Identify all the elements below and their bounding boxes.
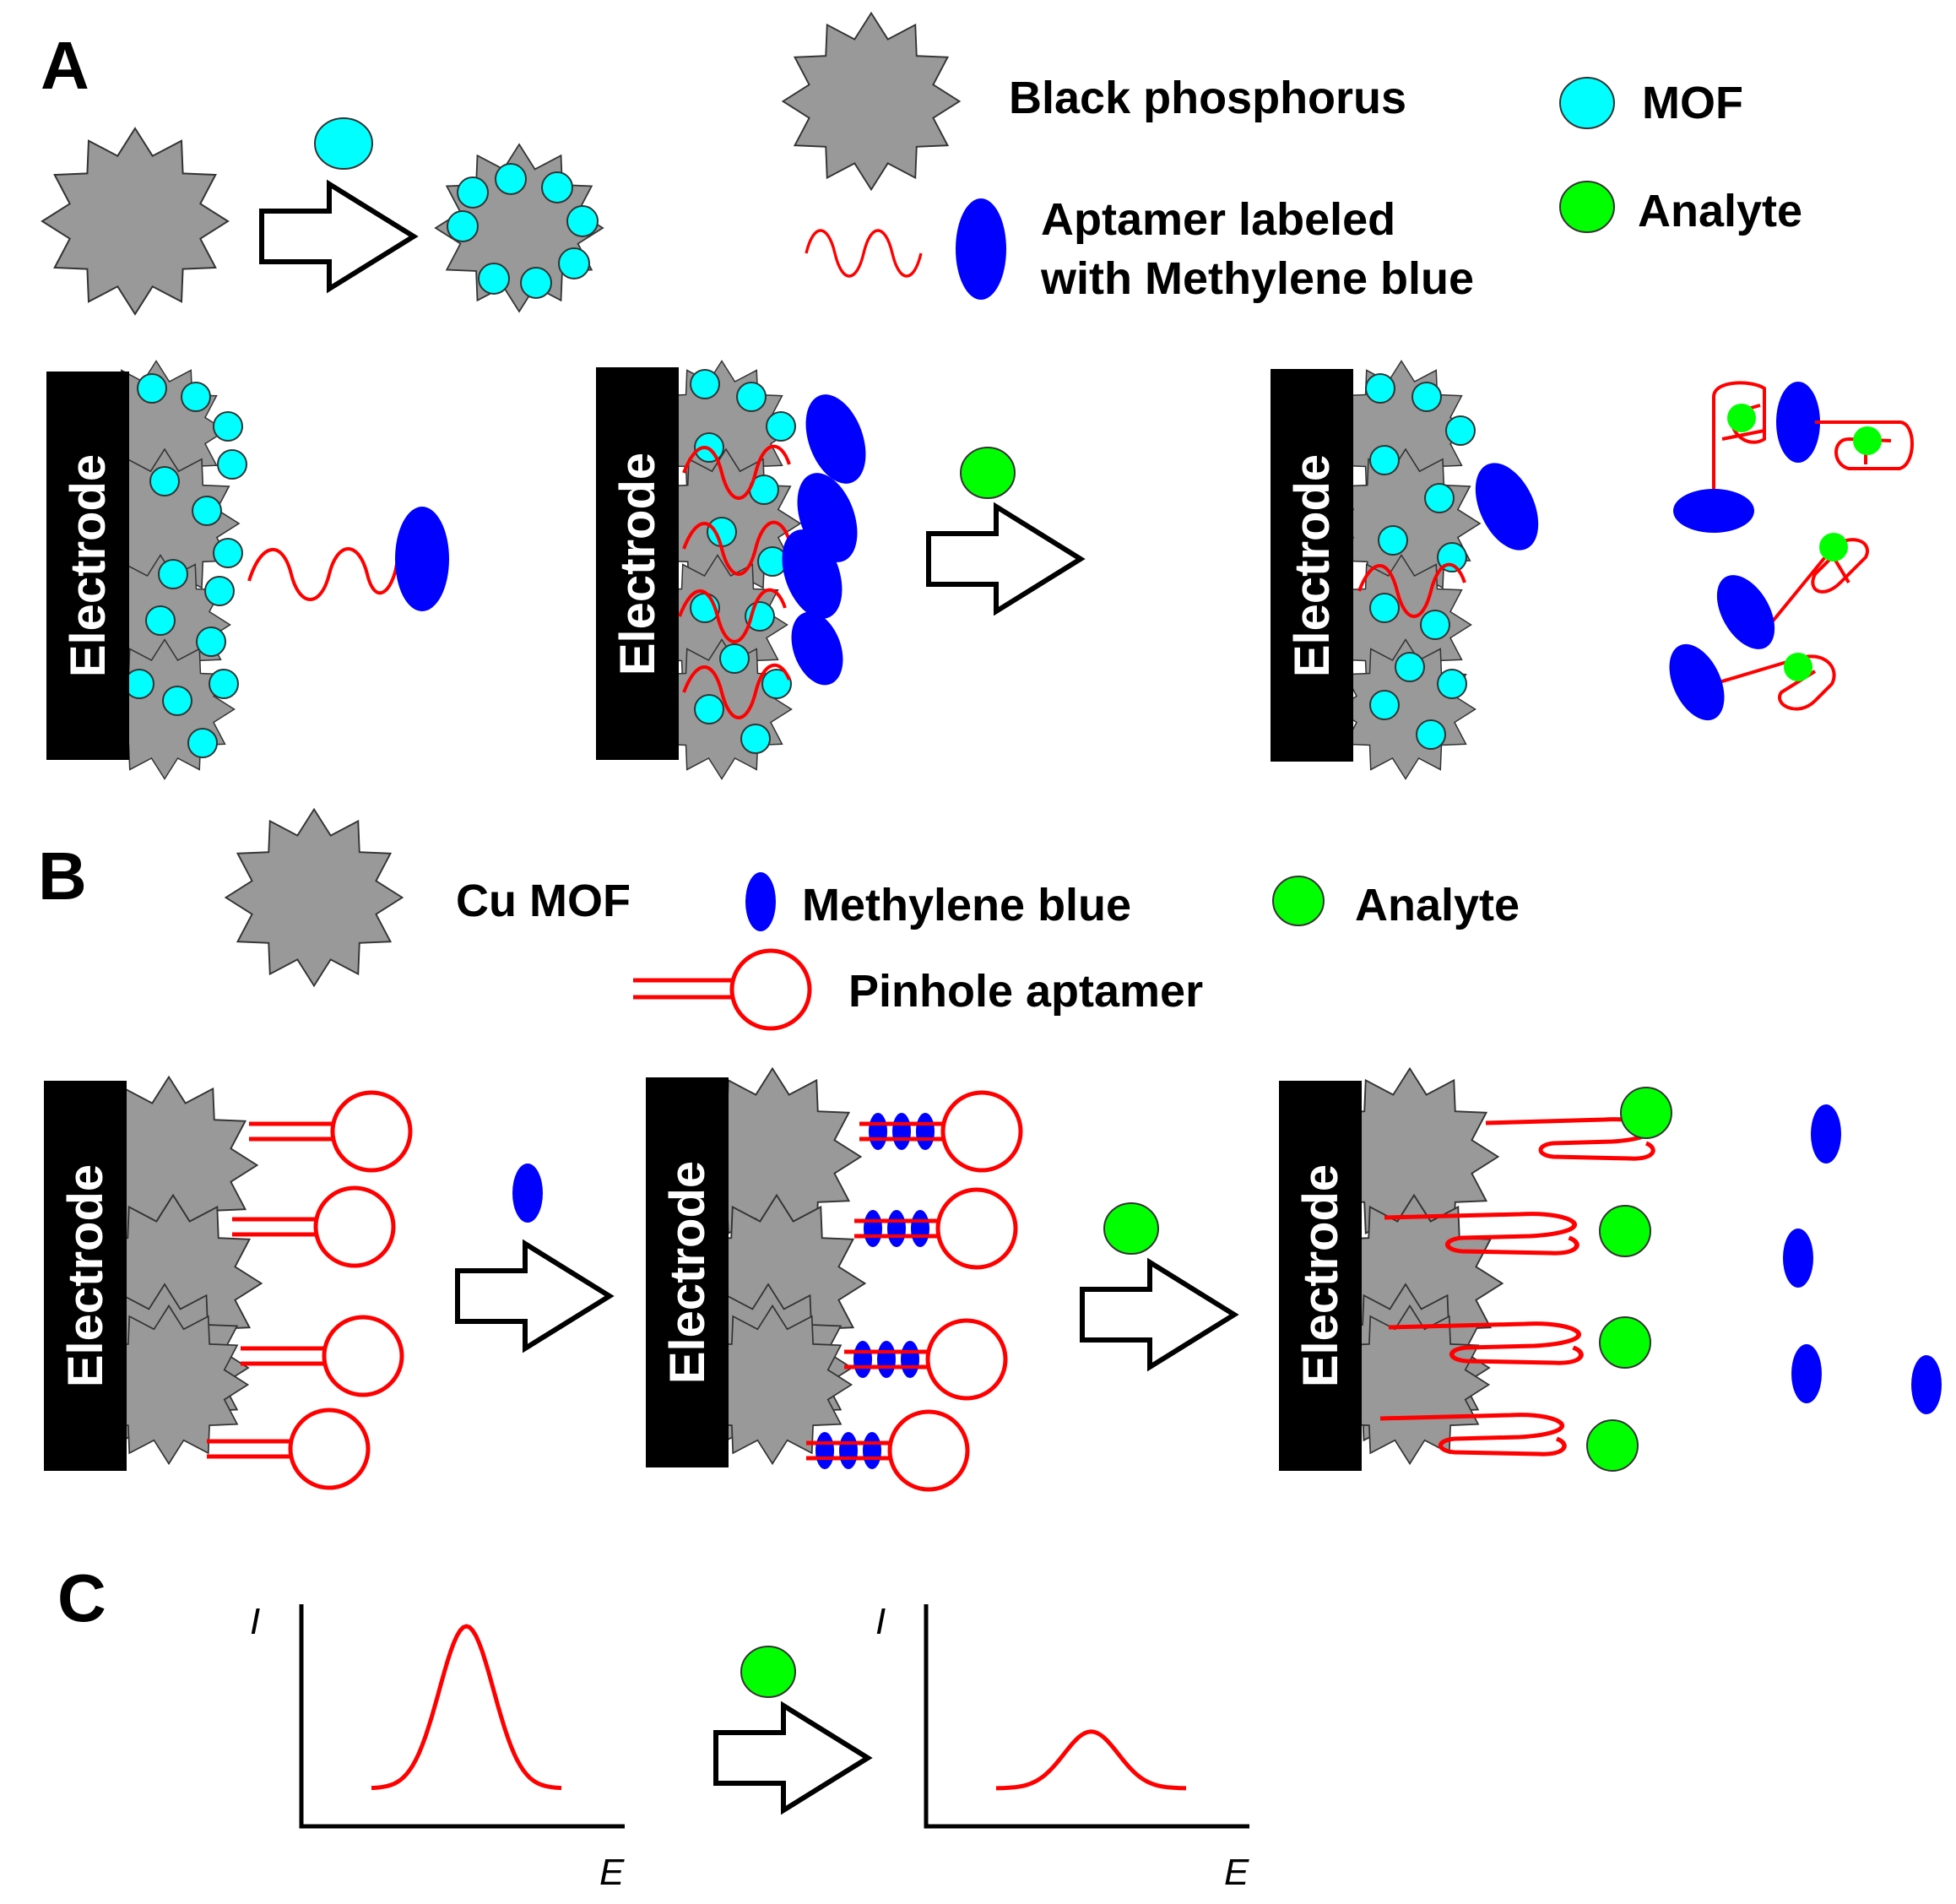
axis-label-e-after: E: [1224, 1852, 1249, 1893]
legend-methylene-blue-icon: [745, 872, 776, 931]
legend-aptamer-line2: with Methylene blue: [1040, 253, 1474, 304]
arrow-icon: [716, 1706, 868, 1810]
electrode-a3: Electrode: [1271, 360, 1539, 780]
electrode-b1: Electrode: [44, 1076, 410, 1489]
voltammogram-before: I E: [250, 1601, 625, 1893]
arrow-icon: [458, 1244, 610, 1348]
electrode-label-b1: Electrode: [58, 1164, 113, 1387]
analyte-icon-a: [960, 447, 1016, 499]
methylene-blue-icon-b: [512, 1164, 543, 1223]
electrode-a2: Electrode: [596, 360, 866, 780]
legend-pinhole-aptamer-icon: [633, 948, 812, 1031]
peak-after-curve: [995, 1729, 1187, 1791]
bp-star-plain: [41, 127, 229, 315]
mof-particle-icon: [314, 117, 373, 170]
legend-pinhole-aptamer: Pinhole aptamer: [848, 966, 1203, 1017]
arrow-icon: [1082, 1262, 1234, 1367]
panel-letter-c: C: [57, 1560, 106, 1635]
axis-label-e-before: E: [599, 1852, 625, 1893]
aptamer-free-a: [247, 507, 449, 611]
legend-analyte-b: Analyte: [1355, 880, 1520, 930]
analyte-icon-c: [740, 1646, 796, 1698]
arrow-icon: [262, 184, 414, 289]
legend-mof: MOF: [1642, 78, 1743, 128]
peak-before-curve: [371, 1624, 562, 1791]
legend-analyte-icon-a: [1559, 181, 1615, 233]
legend-aptamer-line1: Aptamer labeled: [1041, 194, 1395, 245]
electrode-b2: Electrode: [646, 1067, 1021, 1490]
legend-cu-mof: Cu MOF: [456, 876, 631, 926]
electrode-a1: Electrode: [46, 360, 247, 780]
legend-mof-icon: [1559, 77, 1615, 129]
bp-mof-composite: [435, 144, 604, 312]
axis-label-i-before: I: [250, 1601, 260, 1642]
legend-analyte-a: Analyte: [1638, 186, 1802, 236]
electrode-label-a3: Electrode: [1285, 454, 1340, 677]
legend-cu-mof-icon: [225, 808, 404, 987]
electrode-b3: Electrode: [1279, 1067, 1672, 1472]
electrode-label-b2: Electrode: [660, 1161, 715, 1384]
voltammogram-after: I E: [875, 1601, 1249, 1893]
released-methylene-blue-b: [1783, 1104, 1942, 1414]
legend-black-phosphorus: Black phosphorus: [1009, 73, 1406, 123]
legend-methylene-blue: Methylene blue: [802, 880, 1131, 930]
arrow-icon: [929, 507, 1081, 611]
electrode-label-a2: Electrode: [610, 453, 665, 675]
panel-letter-a: A: [41, 28, 89, 103]
electrode-label-b3: Electrode: [1293, 1164, 1348, 1387]
panel-letter-b: B: [38, 838, 87, 914]
legend-aptamer-icon: [805, 198, 1006, 300]
analyte-icon-b: [1103, 1202, 1159, 1255]
electrode-label-a1: Electrode: [61, 454, 116, 677]
legend-black-phosphorus-icon: [782, 12, 961, 191]
legend-analyte-icon-b: [1272, 876, 1325, 926]
released-aptamer-analyte-complexes-a: [1669, 381, 1914, 721]
axis-label-i-after: I: [875, 1601, 886, 1642]
